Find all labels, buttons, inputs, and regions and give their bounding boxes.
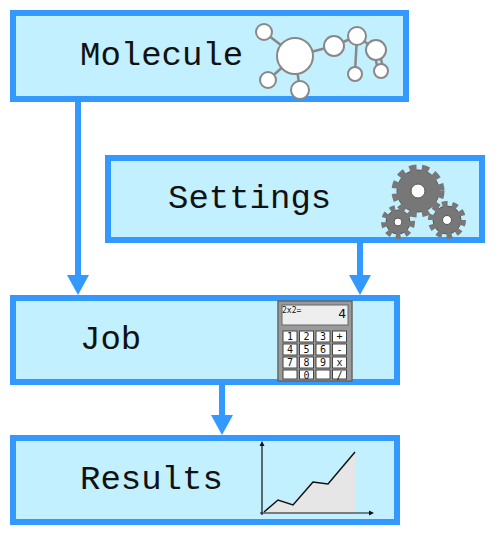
flow-arrow xyxy=(349,240,371,295)
key-label: 3 xyxy=(316,331,330,342)
key-label: x xyxy=(333,357,347,368)
box-label: Results xyxy=(80,461,223,499)
process-box: Results xyxy=(10,435,400,525)
arrow-shaft xyxy=(357,240,363,277)
key-label: 0 xyxy=(300,370,314,381)
arrow-shaft xyxy=(219,382,225,417)
process-box: Molecule xyxy=(10,10,409,102)
key-label: - xyxy=(333,344,347,355)
key-label: / xyxy=(333,370,347,381)
key-label: 9 xyxy=(316,357,330,368)
key-label: + xyxy=(333,331,347,342)
key-label: 4 xyxy=(283,344,297,355)
arrow-head xyxy=(211,415,233,435)
key-label: 5 xyxy=(300,344,314,355)
box-label: Settings xyxy=(168,180,331,218)
arrow-shaft xyxy=(75,99,81,277)
display-text: 4 xyxy=(328,307,346,321)
arrow-head xyxy=(349,275,371,295)
key-label: 7 xyxy=(283,357,297,368)
key-label: 6 xyxy=(316,344,330,355)
box-label: Molecule xyxy=(80,37,243,75)
display-text: 2x2= xyxy=(282,306,308,315)
box-label: Job xyxy=(80,321,141,359)
process-box: Settings xyxy=(105,155,485,243)
arrow-head xyxy=(67,275,89,295)
key-label: 1 xyxy=(283,331,297,342)
key-label: 8 xyxy=(300,357,314,368)
flow-arrow xyxy=(67,99,89,295)
flow-arrow xyxy=(211,382,233,435)
process-box: Job2x2=4123+456-789x0/ xyxy=(10,295,400,385)
key-label: 2 xyxy=(300,331,314,342)
